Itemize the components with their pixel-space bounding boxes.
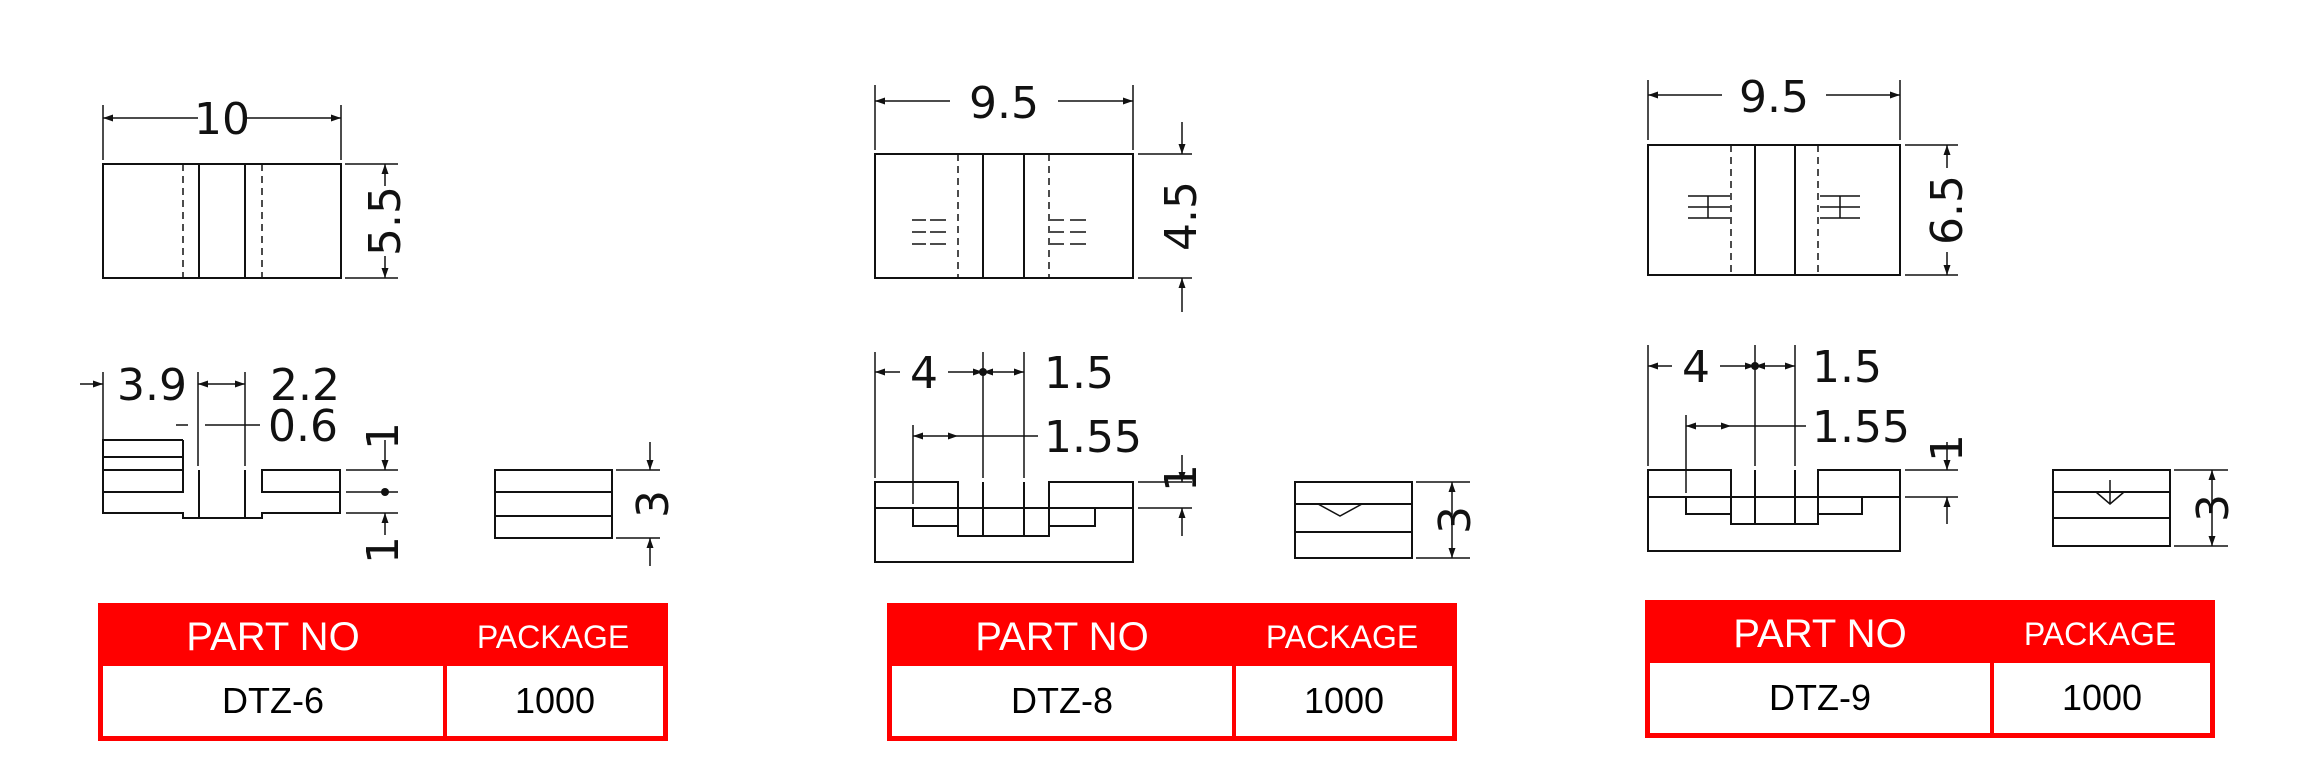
dtz-6-side-height-label: 3	[628, 490, 679, 518]
dtz-8-slot-marks-right	[1050, 219, 1086, 245]
dtz-9-dim-t1-label: 1	[1922, 434, 1973, 462]
dtz-9-spec-table: PART NO PACKAGE DTZ-9 1000	[1645, 600, 2215, 738]
dtz-6-dim-a-label: 3.9	[117, 360, 187, 411]
dtz-9-front-view	[1647, 469, 1901, 552]
dtz-9-front-dimensions: 4 1.5 1.55 1	[1647, 342, 1973, 524]
dtz-8-top-width-label: 9.5	[969, 78, 1039, 129]
part-no-header: PART NO	[186, 614, 360, 659]
spec-table-header: PART NO PACKAGE	[103, 608, 663, 666]
dtz-9-dim-a-label: 4	[1682, 342, 1710, 393]
dtz-6-front-dimensions: 3.9 2.2 0.6 1 1	[80, 360, 409, 564]
package-value: 1000	[514, 680, 596, 721]
part-no-value: DTZ-6	[103, 666, 447, 736]
dtz-8-width-dimension: 9.5	[874, 78, 1134, 150]
dtz-8-height-dimension: 4.5	[1138, 122, 1207, 312]
package-header: PACKAGE	[1265, 618, 1419, 655]
package-header: PACKAGE	[476, 618, 630, 655]
dtz-9-height-dimension: 6.5	[1905, 144, 1973, 276]
part-dtz-8-drawing: 9.5 4.5 4 1.5 1.55	[874, 78, 1481, 563]
dtz-9-side-view: 3	[2052, 469, 2239, 547]
dtz-8-side-view: 3	[1294, 481, 1481, 559]
dtz-8-front-dimensions: 4 1.5 1.55 1	[874, 348, 1207, 536]
dtz-6-top-view	[102, 163, 342, 279]
package-header: PACKAGE	[2023, 615, 2177, 652]
spec-table-row: DTZ-6 1000	[103, 666, 663, 736]
dtz-6-dim-t1-label: 1	[358, 422, 409, 450]
dtz-8-dim-c-label: 1.55	[1044, 412, 1142, 463]
dtz-9-slot-marks-right	[1820, 195, 1860, 219]
dtz-6-dim-c-label: 0.6	[268, 401, 338, 452]
dtz-6-dim-b-label: 2.2	[270, 360, 340, 411]
spec-table-row: DTZ-9 1000	[1650, 663, 2210, 733]
package-value: 1000	[2061, 677, 2143, 718]
dtz-8-slot-marks-left	[912, 219, 946, 245]
part-no-value: DTZ-8	[892, 666, 1236, 736]
spec-table-header: PART NO PACKAGE	[1650, 605, 2210, 663]
part-no-header: PART NO	[1733, 611, 1907, 656]
dtz-9-dim-b-label: 1.5	[1812, 342, 1882, 393]
dtz-8-top-height-label: 4.5	[1156, 181, 1207, 251]
dtz-9-width-dimension: 9.5	[1647, 72, 1901, 140]
dtz-6-width-dimension: 10	[102, 94, 342, 160]
part-dtz-9-drawing: 9.5 6.5 4 1.5 1.55	[1647, 72, 2239, 552]
dtz-9-slot-marks-left	[1688, 195, 1730, 219]
dtz-9-side-height-label: 3	[2188, 494, 2239, 522]
dtz-9-top-height-label: 6.5	[1922, 175, 1973, 245]
dtz-9-top-width-label: 9.5	[1739, 72, 1809, 123]
dtz-6-top-height-label: 5.5	[360, 186, 411, 256]
dtz-8-dim-b-label: 1.5	[1044, 348, 1114, 399]
package-value: 1000	[1303, 680, 1385, 721]
dtz-6-top-width-label: 10	[194, 94, 250, 145]
dtz-8-spec-table: PART NO PACKAGE DTZ-8 1000	[887, 603, 1457, 741]
dtz-6-side-view: 3	[494, 442, 679, 566]
dtz-8-dim-a-label: 4	[910, 348, 938, 399]
part-no-value: DTZ-9	[1650, 663, 1994, 733]
dtz-9-dim-c-label: 1.55	[1812, 402, 1910, 453]
part-no-header: PART NO	[975, 614, 1149, 659]
dtz-6-height-dimension: 5.5	[345, 163, 411, 279]
part-dtz-6-drawing: 10 5.5 3.9 2.2 0.6	[80, 94, 679, 566]
dtz-6-spec-table: PART NO PACKAGE DTZ-6 1000	[98, 603, 668, 741]
spec-table-row: DTZ-8 1000	[892, 666, 1452, 736]
dtz-8-front-view	[874, 481, 1134, 563]
spec-table-header: PART NO PACKAGE	[892, 608, 1452, 666]
dtz-8-dim-t1-label: 1	[1156, 464, 1207, 492]
dtz-8-top-view	[874, 153, 1134, 279]
dtz-6-dim-t2-label: 1	[358, 536, 409, 564]
dtz-9-top-view	[1647, 144, 1901, 276]
dtz-8-side-height-label: 3	[1430, 506, 1481, 534]
